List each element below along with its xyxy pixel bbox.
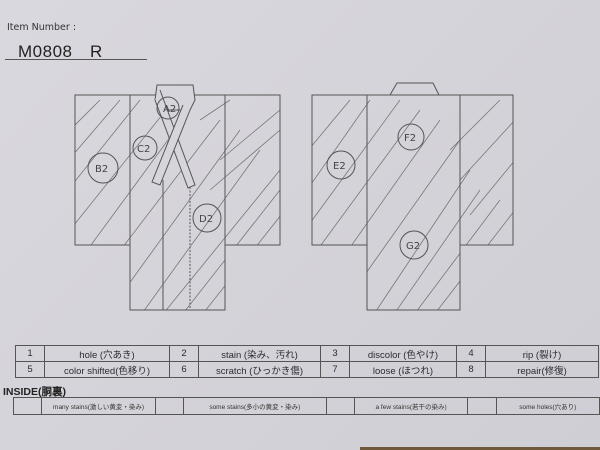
legend-label: color shifted(色移り) xyxy=(44,361,170,378)
legend-num: 2 xyxy=(169,345,199,362)
inside-checkbox-many-stains[interactable] xyxy=(12,397,43,415)
legend-num: 3 xyxy=(320,345,350,362)
inside-option-label: some holes(穴あり) xyxy=(495,397,600,415)
inside-condition-table: many stains(激しい黄変・染み) some stains(多小の黄変・… xyxy=(12,397,600,415)
legend-label: discolor (色やけ) xyxy=(349,345,457,362)
legend-label: hole (穴あき) xyxy=(44,345,170,362)
item-number-value: M0808 R xyxy=(18,42,103,61)
inside-option-label: some stains(多小の黄変・染み) xyxy=(183,397,327,415)
legend-row: 1 hole (穴あき) 2 stain (染み、汚れ) 3 discolor … xyxy=(15,345,599,362)
damage-label-b2: B2 xyxy=(95,164,108,175)
kimono-front xyxy=(74,84,281,311)
damage-legend-table: 1 hole (穴あき) 2 stain (染み、汚れ) 3 discolor … xyxy=(15,345,599,378)
legend-label: stain (染み、汚れ) xyxy=(198,345,321,362)
legend-label: rip (裂け) xyxy=(485,345,599,362)
item-number-label: Item Number : xyxy=(7,22,77,33)
damage-label-c2: C2 xyxy=(137,144,150,155)
damage-label-g2: G2 xyxy=(406,241,420,252)
legend-label: scratch (ひっかき傷) xyxy=(198,361,321,378)
inside-option-label: many stains(激しい黄変・染み) xyxy=(41,397,156,415)
damage-label-d2: D2 xyxy=(199,214,213,225)
item-number-underline xyxy=(5,59,147,60)
legend-num: 5 xyxy=(15,361,45,378)
table-edge-background xyxy=(360,447,600,450)
damage-label-e2: E2 xyxy=(333,161,346,172)
inside-checkbox-few-stains[interactable] xyxy=(325,397,356,415)
legend-num: 8 xyxy=(456,361,486,378)
damage-label-f2: F2 xyxy=(404,133,416,144)
legend-num: 4 xyxy=(456,345,486,362)
inside-row: many stains(激しい黄変・染み) some stains(多小の黄変・… xyxy=(12,397,600,415)
damage-label-a2: A2 xyxy=(163,104,176,115)
kimono-diagram: A2 B2 C2 D2 E2 F2 G2 xyxy=(74,82,514,311)
legend-label: loose (ほつれ) xyxy=(349,361,457,378)
legend-num: 7 xyxy=(320,361,350,378)
inside-checkbox-some-holes[interactable] xyxy=(467,397,497,415)
inside-section-title: INSIDE(胴裏) xyxy=(3,386,66,398)
legend-num: 1 xyxy=(15,345,45,362)
kimono-back xyxy=(311,82,514,311)
inside-option-label: a few stains(若干の染み) xyxy=(354,397,469,415)
inside-checkbox-some-stains[interactable] xyxy=(154,397,185,415)
legend-row: 5 color shifted(色移り) 6 scratch (ひっかき傷) 7… xyxy=(15,361,599,378)
legend-num: 6 xyxy=(169,361,199,378)
legend-label: repair(修復) xyxy=(485,361,599,378)
